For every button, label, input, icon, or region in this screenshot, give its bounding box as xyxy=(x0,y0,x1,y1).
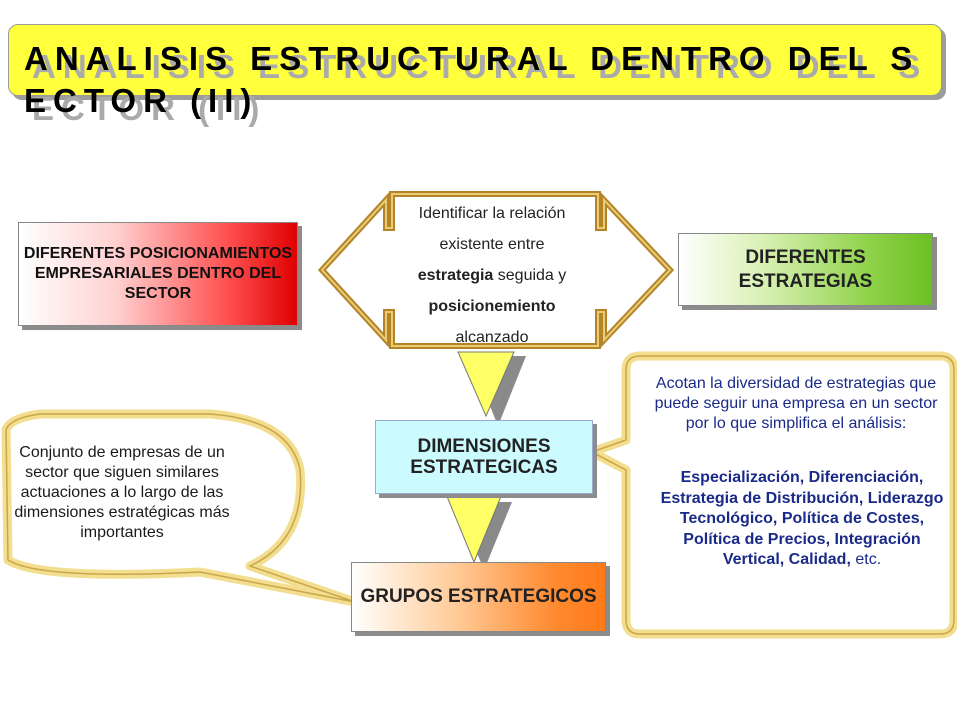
center-line2: existente entre xyxy=(439,236,545,253)
title-shadow: ANALISIS ESTRUCTURAL DENTRO DEL S ECTOR (… xyxy=(32,46,957,130)
title-shadow-line2: ECTOR (II) xyxy=(32,90,267,127)
center-line4-bold: posicionemiento xyxy=(428,298,556,315)
title-line2: ECTOR (II) xyxy=(24,82,259,119)
right-bubble-list-items: Especialización, Diferenciación, Estrate… xyxy=(660,469,944,568)
right-bubble-list: Especialización, Diferenciación, Estrate… xyxy=(652,468,952,571)
groups-box: GRUPOS ESTRATEGICOS xyxy=(351,562,606,632)
title-banner xyxy=(8,24,942,96)
center-line3-bold: estrategia xyxy=(417,267,494,284)
right-bubble-intro: Acotan la diversidad de estrategias que … xyxy=(654,375,938,432)
center-line3-rest: seguida y xyxy=(493,267,567,284)
dimensions-box: DIMENSIONES ESTRATEGICAS xyxy=(375,420,593,494)
center-line4: posicionemiento xyxy=(383,291,601,322)
right-speech-bubble xyxy=(587,351,957,639)
center-line3: estrategia seguida y xyxy=(383,260,601,291)
strategies-box: DIFERENTES ESTRATEGIAS xyxy=(678,233,933,306)
positions-box: DIFERENTES POSICIONAMIENTOS EMPRESARIALE… xyxy=(18,222,298,326)
title-shadow-line1: ANALISIS ESTRUCTURAL DENTRO DEL S xyxy=(32,48,928,85)
groups-box-label: GRUPOS ESTRATEGICOS xyxy=(360,586,597,607)
down-arrow-top xyxy=(457,351,526,426)
center-cross-arrow xyxy=(317,191,675,349)
center-line5: alcanzado xyxy=(455,329,529,346)
right-bubble-etc: etc. xyxy=(855,551,882,568)
positions-box-label: DIFERENTES POSICIONAMIENTOS EMPRESARIALE… xyxy=(23,245,293,302)
down-arrow-bottom xyxy=(445,493,512,570)
center-line1: Identificar la relación xyxy=(418,205,566,222)
left-bubble-text: Conjunto de empresas de un sector que si… xyxy=(14,444,230,541)
dimensions-box-label: DIMENSIONES ESTRATEGICAS xyxy=(410,436,558,478)
left-speech-bubble xyxy=(1,409,360,607)
center-arrow-text: Identificar la relación existente entre … xyxy=(383,198,601,353)
title-line1: ANALISIS ESTRUCTURAL DENTRO DEL S xyxy=(24,40,920,77)
strategies-box-label: DIFERENTES ESTRATEGIAS xyxy=(738,246,873,292)
